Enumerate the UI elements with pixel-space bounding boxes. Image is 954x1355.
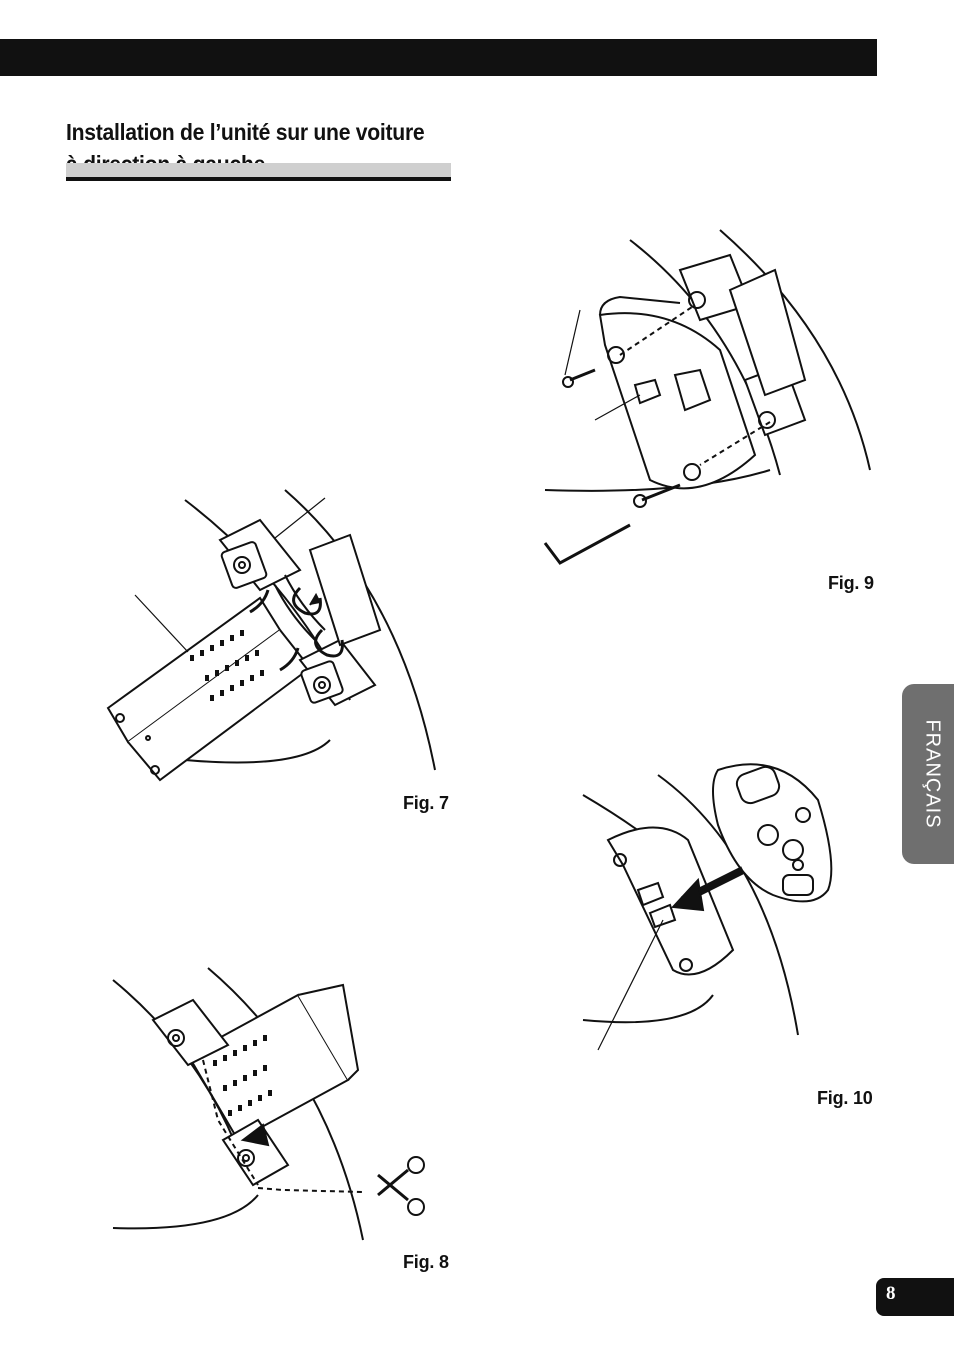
title-underline-shade (66, 163, 451, 177)
figure-7-illustration (100, 480, 460, 790)
header-bar (0, 39, 877, 76)
language-label: FRANÇAIS (921, 719, 944, 829)
page-number: 8 (886, 1283, 896, 1304)
page-number-tab: 8 (876, 1278, 954, 1316)
figure-10-caption: Fig. 10 (817, 1088, 873, 1108)
figure-8-caption: Fig. 8 (403, 1252, 449, 1272)
language-tab: FRANÇAIS (902, 684, 954, 864)
figure-9-illustration (540, 225, 880, 575)
title-underline (66, 177, 451, 181)
figure-8-illustration (108, 960, 448, 1250)
figure-9-caption: Fig. 9 (828, 573, 874, 593)
figure-7-caption: Fig. 7 (403, 793, 449, 813)
figure-10-illustration (578, 745, 848, 1055)
